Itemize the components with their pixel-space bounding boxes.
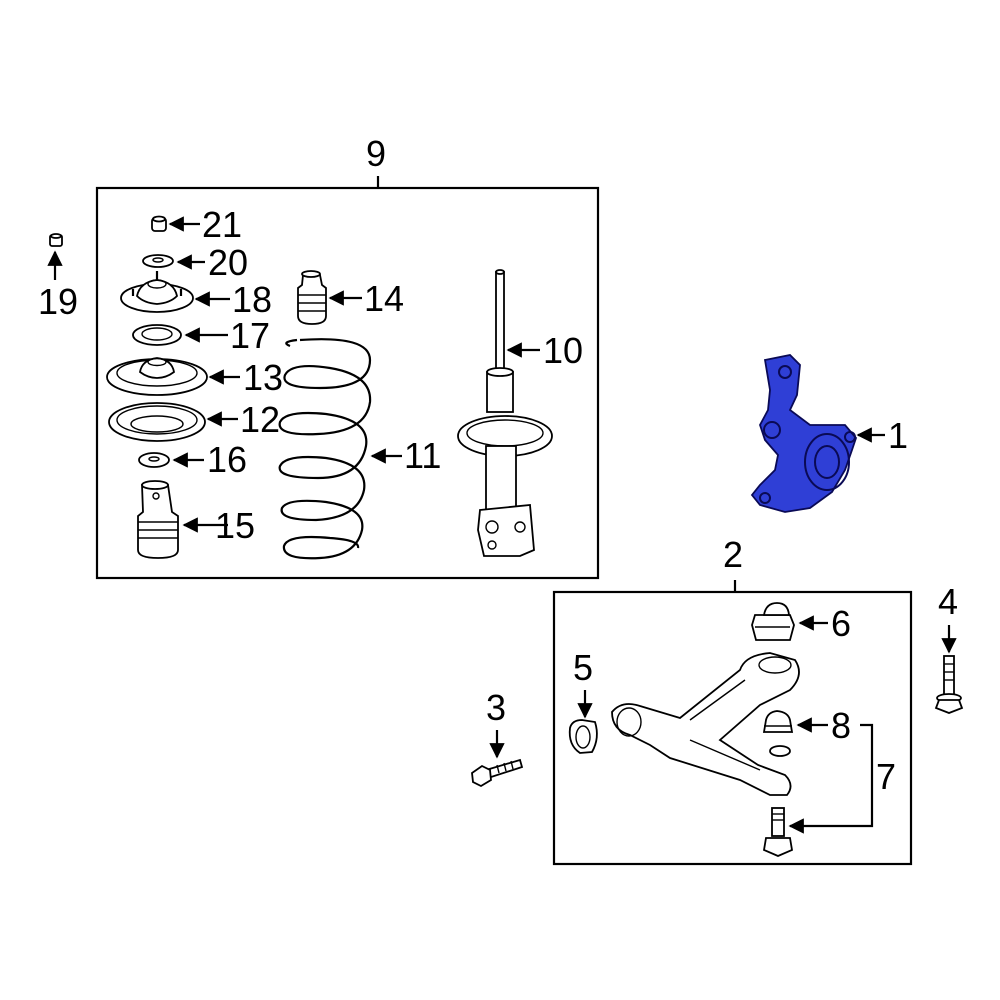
callout-2: 2 [723,534,743,575]
part-16-washer[interactable] [138,452,170,468]
callout-17: 17 [230,315,270,356]
callout-19: 19 [38,281,78,322]
part-1-steering-knuckle[interactable] [750,354,858,513]
callout-15: 15 [215,505,255,546]
callout-7: 7 [876,756,896,797]
part-19-nut[interactable] [49,233,63,247]
callout-6: 6 [831,603,851,644]
callout-10: 10 [543,330,583,371]
part-2-lower-control-arm[interactable] [611,652,800,796]
part-4-bolt[interactable] [934,655,964,714]
part-7-ball-joint[interactable] [762,807,794,857]
callout-5: 5 [573,647,593,688]
part-17-bearing[interactable] [132,324,182,346]
callout-1: 1 [888,415,908,456]
part-5-bushing[interactable] [568,719,598,754]
part-20-washer[interactable] [142,254,174,268]
lower-arm-box [552,590,913,866]
callout-21: 21 [202,204,242,245]
callout-12: 12 [240,399,280,440]
callout-14: 14 [364,278,404,319]
callout-18: 18 [232,279,272,320]
part-15-bump-stop[interactable] [137,480,179,559]
strut-assembly-box [95,186,600,580]
part-10-strut[interactable] [457,269,553,557]
callout-9: 9 [366,133,386,174]
callout-20: 20 [208,242,248,283]
part-21-nut[interactable] [151,215,167,232]
part-6-bushing[interactable] [751,602,795,641]
callout-8: 8 [831,705,851,746]
part-8-ball-joint-boot[interactable] [762,710,794,757]
callout-3: 3 [486,687,506,728]
part-13-spring-seat[interactable] [106,357,208,396]
callout-16: 16 [207,439,247,480]
part-3-bolt[interactable] [471,758,524,788]
callout-11: 11 [404,435,441,476]
callout-13: 13 [243,357,283,398]
callout-4: 4 [938,581,958,622]
part-18-upper-mount[interactable] [120,271,194,313]
part-12-insulator[interactable] [108,402,206,442]
part-11-coil-spring[interactable] [278,338,372,560]
part-14-bumper[interactable] [297,270,327,325]
